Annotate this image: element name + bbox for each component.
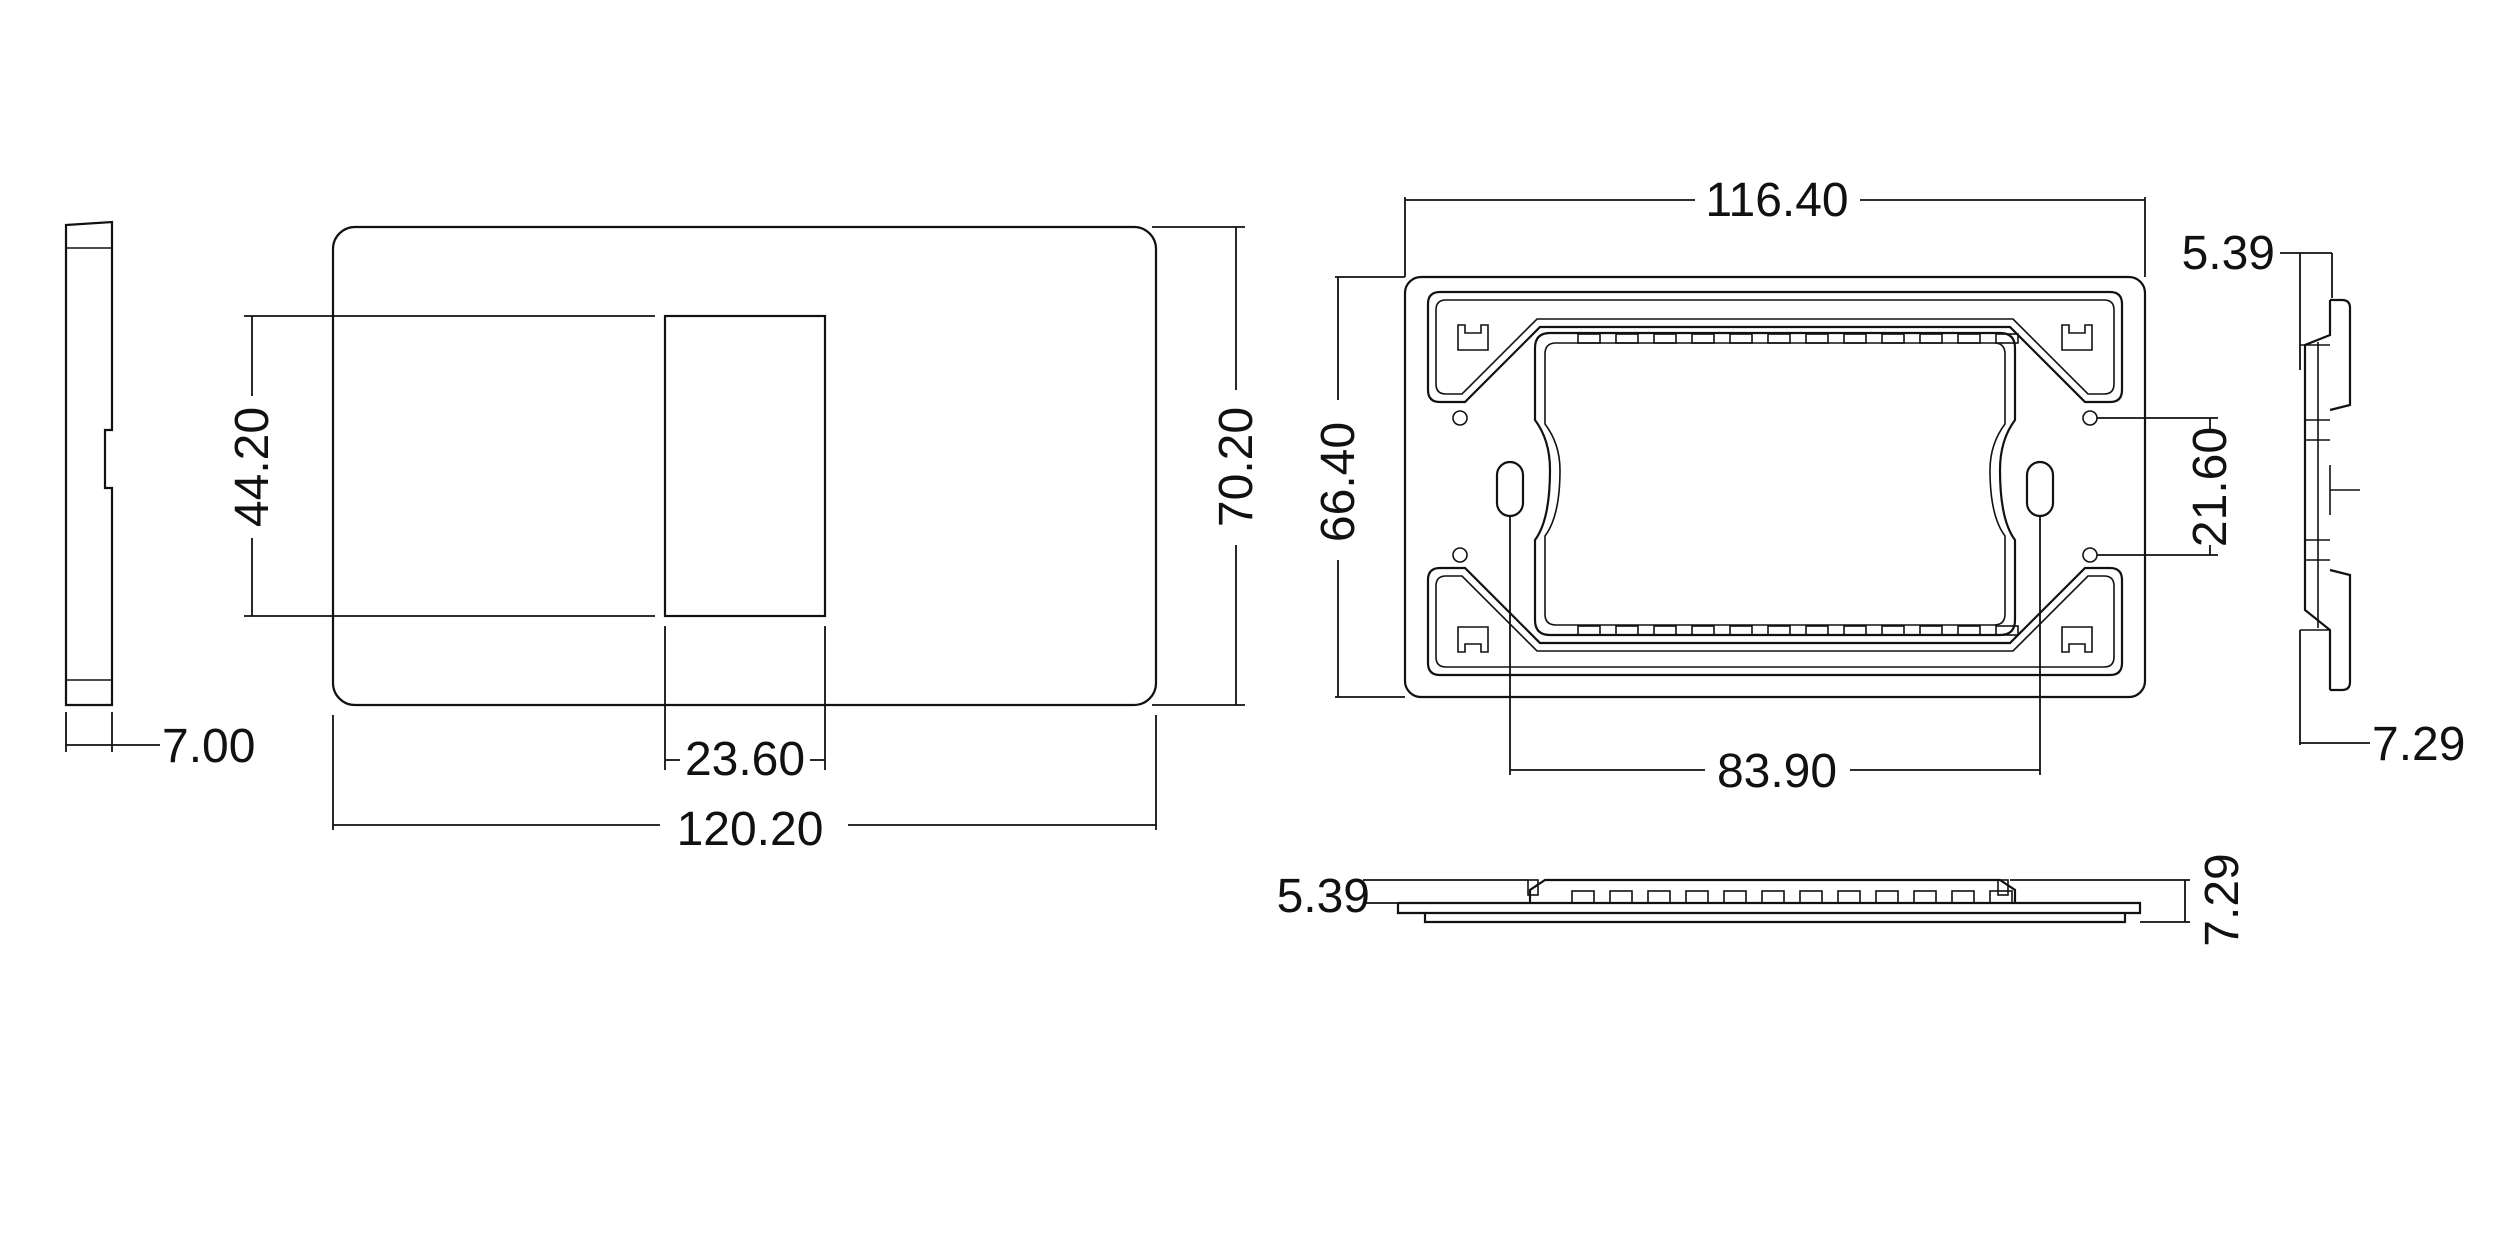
frame-tooth: [1571, 890, 1595, 904]
frame-tooth: [1685, 890, 1709, 904]
frame-tooth: [1761, 890, 1785, 904]
frame-tooth: [1615, 625, 1639, 636]
cover-front-view: 44.20 70.20 23.60 120.20: [226, 225, 1263, 856]
frame-tooth: [1729, 333, 1753, 344]
frame-tooth: [1609, 890, 1633, 904]
dim-frame-height: 66.40: [1312, 422, 1365, 542]
frame-tooth: [1913, 890, 1937, 904]
dim-window-width: 23.60: [685, 733, 805, 786]
frame-tooth: [1615, 333, 1639, 344]
frame-tooth: [1951, 890, 1975, 904]
frame-tooth: [1729, 625, 1753, 636]
frame-tooth: [1767, 625, 1791, 636]
dim-side-thickness: 7.00: [162, 720, 255, 773]
frame-tooth: [1995, 625, 2019, 636]
frame-tooth: [1875, 890, 1899, 904]
frame-tooth: [1881, 333, 1905, 344]
frame-tooth: [1989, 890, 2013, 904]
dim-cover-height: 70.20: [1210, 407, 1263, 527]
frame-tooth: [1919, 333, 1943, 344]
dim-slot-spacing: 83.90: [1717, 745, 1837, 798]
dim-hole-spacing: 21.60: [2184, 427, 2237, 547]
frame-tooth: [1767, 333, 1791, 344]
frame-tooth: [1843, 333, 1867, 344]
frame-tooth: [1577, 333, 1601, 344]
frame-tooth: [1577, 625, 1601, 636]
frame-tooth: [1881, 625, 1905, 636]
cover-outline: [331, 225, 1158, 707]
frame-tooth: [1995, 333, 2019, 344]
frame-tooth: [1805, 625, 1829, 636]
frame-bottom-view: 5.39 7.29: [1277, 853, 2249, 946]
cover-window: [663, 314, 827, 618]
frame-tooth: [1647, 890, 1671, 904]
frame-top-teeth: [1577, 333, 2019, 344]
frame-tooth: [1957, 625, 1981, 636]
dim-side-depth: 7.29: [2372, 718, 2465, 771]
frame-tooth: [1805, 333, 1829, 344]
frame-tooth: [1723, 890, 1747, 904]
frame-side-teeth: [1571, 890, 2013, 904]
frame-tooth: [1653, 333, 1677, 344]
frame-front-view: 116.40 66.40 21.60 83.90: [1312, 174, 2237, 798]
frame-tooth: [1799, 890, 1823, 904]
frame-tooth: [1691, 333, 1715, 344]
dim-cover-width: 120.20: [677, 803, 824, 856]
frame-tooth: [1691, 625, 1715, 636]
dim-frame-width: 116.40: [1705, 174, 1848, 227]
cover-side-view: 7.00: [64, 220, 255, 773]
dim-bottom-offset: 5.39: [1277, 870, 1370, 923]
frame-outline: [1403, 275, 2147, 699]
dim-window-height: 44.20: [226, 407, 279, 527]
frame-tooth: [1957, 333, 1981, 344]
frame-tooth: [1837, 890, 1861, 904]
dim-bottom-depth: 7.29: [2196, 853, 2249, 946]
frame-tooth: [1919, 625, 1943, 636]
frame-tooth: [1653, 625, 1677, 636]
frame-side-view: 5.39 7.29: [2182, 227, 2466, 771]
frame-bottom-teeth: [1577, 625, 2019, 636]
frame-tooth: [1843, 625, 1867, 636]
dim-side-offset: 5.39: [2182, 227, 2275, 280]
